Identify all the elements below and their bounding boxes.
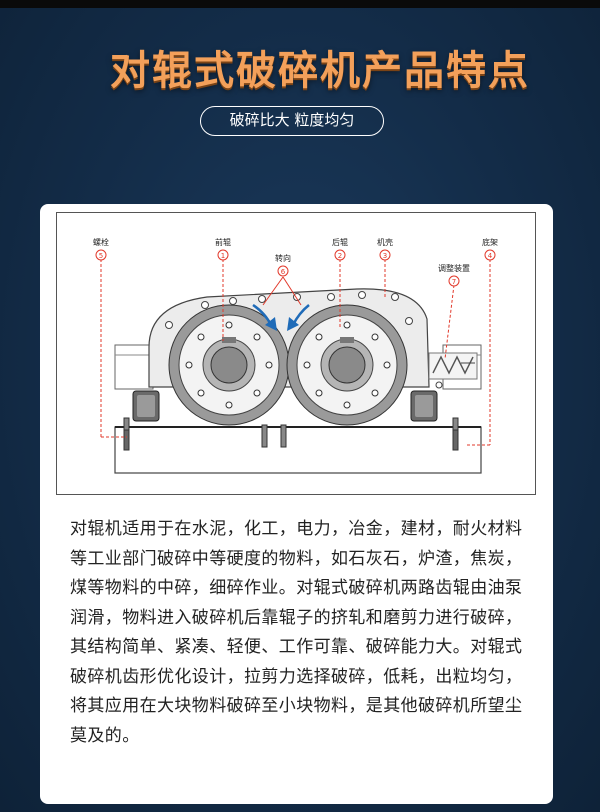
front-roll — [168, 304, 290, 426]
label-adjust: 调整装置 — [438, 263, 470, 273]
callout-number-front-roll: 1 — [221, 252, 225, 260]
adjust-spring — [428, 352, 478, 389]
roll-crusher-diagram: 5 1 6 2 3 7 4 螺栓 前辊 转向 后辊 机壳 调整装置 底架 — [56, 212, 536, 495]
callout-number-adjust: 7 — [452, 278, 456, 286]
label-rear-roll: 后辊 — [332, 237, 348, 247]
callout-number-rotation: 6 — [281, 268, 286, 276]
callout-number-rear-roll: 2 — [338, 252, 342, 260]
page-title: 对辊式破碎机产品特点 — [110, 48, 530, 94]
diagram-svg: 5 1 6 2 3 7 4 螺栓 前辊 转向 后辊 机壳 调整装置 底架 — [93, 237, 498, 474]
callout-lines — [100, 259, 491, 446]
top-bar — [0, 0, 600, 8]
label-bolt: 螺栓 — [93, 237, 109, 247]
base-bolts — [123, 417, 459, 451]
rear-roll — [286, 304, 408, 426]
callout-number-base: 4 — [488, 252, 493, 260]
housing-bolts — [165, 291, 413, 329]
label-housing: 机壳 — [377, 237, 393, 247]
callout-markers — [95, 249, 496, 287]
label-rotation: 转向 — [275, 253, 291, 263]
label-front-roll: 前辊 — [215, 237, 231, 247]
label-base: 底架 — [482, 237, 498, 247]
base-frame — [114, 426, 482, 474]
callout-number-housing: 3 — [383, 252, 387, 260]
content-card: 5 1 6 2 3 7 4 螺栓 前辊 转向 后辊 机壳 调整装置 底架 对辊机… — [40, 204, 553, 804]
callout-number-bolt: 5 — [99, 252, 103, 260]
description-text: 对辊机适用于在水泥，化工，电力，冶金，建材，耐火材料等工业部门破碎中等硬度的物料… — [70, 519, 523, 746]
rotation-arrows — [252, 303, 310, 331]
subtitle-badge: 破碎比大 粒度均匀 — [200, 106, 384, 136]
left-rail — [114, 344, 154, 390]
